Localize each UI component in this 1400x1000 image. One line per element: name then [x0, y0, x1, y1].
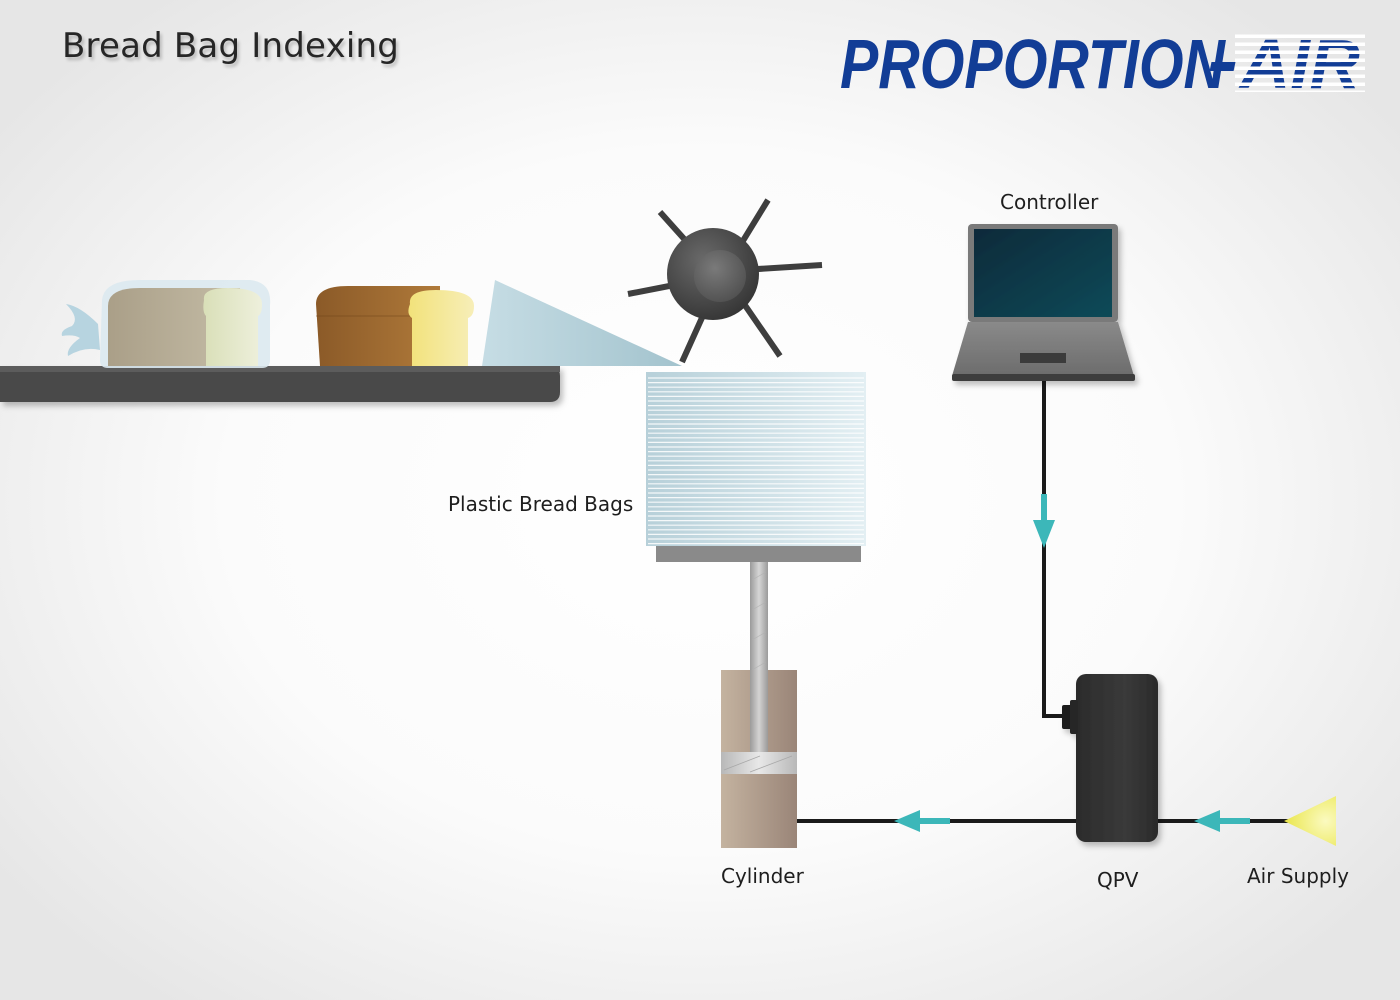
page-title: Bread Bag Indexing — [62, 26, 400, 66]
laptop-icon — [952, 224, 1135, 381]
bag-opening-icon — [482, 280, 682, 366]
flow-arrow-air-supply — [1194, 810, 1250, 832]
air-line — [797, 380, 1290, 823]
bread-loaf-icon — [316, 286, 474, 366]
flow-arrow-cylinder — [894, 810, 950, 832]
svg-text:PROPORTION: PROPORTION — [840, 25, 1226, 102]
bag-stack-icon — [646, 372, 866, 562]
pneumatic-cylinder-icon — [721, 670, 797, 848]
label-air-supply: Air Supply — [1247, 864, 1349, 888]
bagged-bread-loaf-icon — [61, 280, 271, 368]
proportion-air-logo: PROPORTION AIR — [840, 25, 1365, 102]
conveyor-belt-icon — [0, 366, 560, 402]
pressure-valve-icon — [1062, 674, 1158, 842]
rotary-wheel-icon — [627, 198, 823, 364]
label-qpv: QPV — [1097, 868, 1139, 892]
flow-arrow-controller — [1033, 494, 1055, 548]
label-plastic-bread-bags: Plastic Bread Bags — [448, 492, 634, 516]
air-supply-icon — [1284, 796, 1336, 846]
label-cylinder: Cylinder — [721, 864, 804, 888]
label-controller: Controller — [1000, 190, 1099, 214]
